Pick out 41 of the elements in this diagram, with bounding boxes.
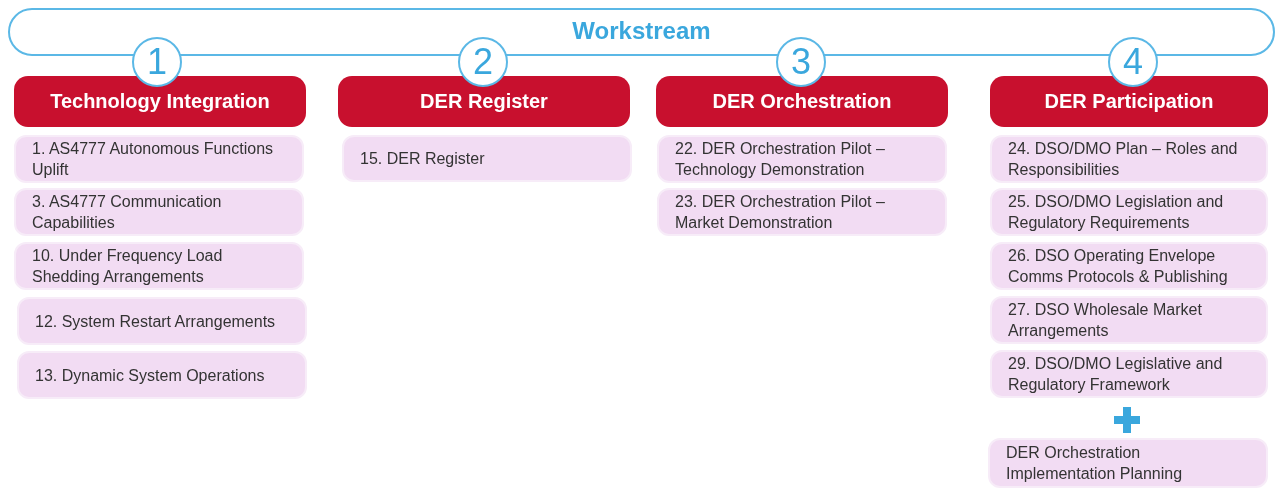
item-box — [990, 188, 1268, 236]
item-text: 3. AS4777 Communication Capabilities — [32, 192, 223, 233]
header-title: DER Orchestration — [712, 90, 892, 113]
item-text: 26. DSO Operating Envelope Comms Protocols & Publishing — [1008, 246, 1229, 287]
band-title: Workstream — [572, 17, 711, 45]
item-box — [657, 188, 947, 236]
item-box — [990, 135, 1268, 183]
item-text: 12. System Restart Arrangements — [35, 311, 276, 332]
item-text: 1. AS4777 Autonomous Functions Uplift — [32, 139, 275, 180]
header-title: Technology Integration — [50, 90, 270, 113]
circle-number: 3 — [791, 44, 811, 80]
item-text: DER Orchestration Implementation Planning — [1006, 443, 1184, 484]
circle-number: 1 — [147, 44, 167, 80]
item-text: 13. Dynamic System Operations — [35, 365, 265, 386]
header-bar — [14, 76, 306, 127]
item-box — [990, 242, 1268, 290]
item-box — [342, 135, 632, 182]
item-box — [657, 135, 947, 183]
header-title: DER Register — [420, 90, 548, 113]
item-box — [17, 297, 307, 345]
item-text: 23. DER Orchestration Pilot – Market Demonstration — [675, 192, 886, 233]
item-text: 15. DER Register — [360, 149, 485, 169]
item-text: 10. Under Frequency Load Shedding Arrangements — [32, 246, 224, 287]
item-text: 29. DSO/DMO Legislative and Regulatory Framework — [1008, 354, 1224, 395]
item-text: 22. DER Orchestration Pilot – Technology Demonstration — [675, 139, 886, 180]
item-box — [988, 438, 1268, 488]
item-box — [14, 135, 304, 183]
item-text: 27. DSO Wholesale Market Arrangements — [1008, 300, 1203, 341]
circle-number: 2 — [473, 44, 493, 80]
item-text: 24. DSO/DMO Plan – Roles and Responsibilities — [1008, 139, 1239, 180]
header-bar — [656, 76, 948, 127]
item-box — [14, 188, 304, 236]
header-bar — [990, 76, 1268, 127]
item-box — [990, 296, 1268, 344]
item-box — [17, 351, 307, 399]
item-text: 25. DSO/DMO Legislation and Regulatory Requirements — [1008, 192, 1225, 233]
item-box — [14, 242, 304, 290]
item-box — [990, 350, 1268, 398]
header-bar — [338, 76, 630, 127]
header-title: DER Participation — [1044, 90, 1214, 113]
circle-number: 4 — [1123, 44, 1143, 80]
